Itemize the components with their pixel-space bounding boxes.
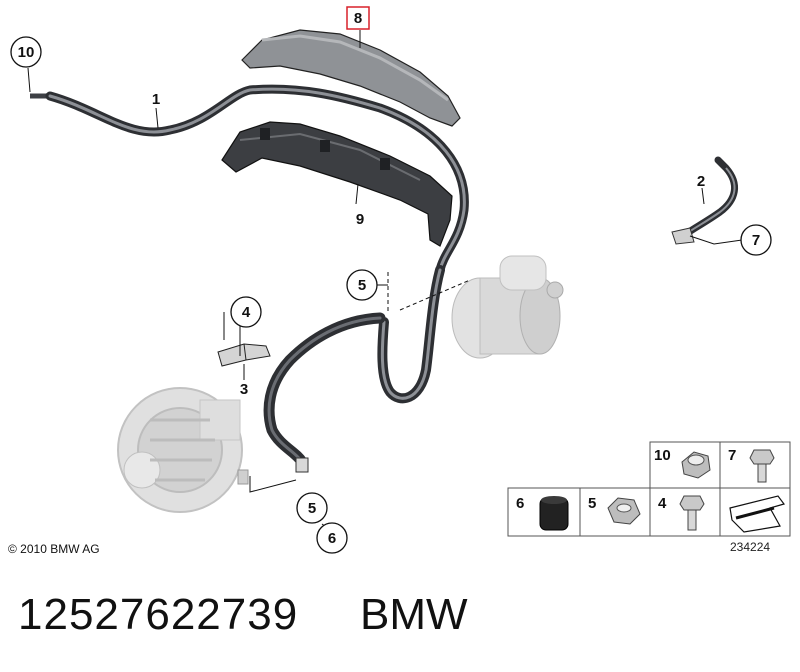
part-number: 12527622739 — [18, 590, 299, 639]
svg-text:4: 4 — [242, 304, 251, 321]
svg-text:5: 5 — [308, 500, 316, 517]
arrow-symbol-icon — [729, 495, 786, 533]
svg-text:6: 6 — [328, 530, 336, 547]
reference-number: 234224 — [730, 540, 771, 554]
starter-motor — [451, 255, 564, 359]
callout-4: 4 — [230, 296, 262, 328]
alternator — [117, 387, 249, 513]
svg-text:6: 6 — [516, 495, 524, 512]
bracket-part-9 — [221, 121, 453, 247]
svg-text:2: 2 — [697, 173, 705, 190]
callout-5-upper: 5 — [346, 269, 378, 301]
callout-3: 3 — [240, 381, 248, 398]
svg-text:7: 7 — [728, 447, 736, 464]
copyright-text: © 2010 BMW AG — [8, 542, 100, 556]
svg-text:5: 5 — [358, 277, 366, 294]
cable-part-1 — [30, 84, 469, 404]
legend-item-5: 5 — [588, 495, 641, 525]
callout-9: 9 — [356, 211, 364, 228]
leader-lines — [27, 30, 743, 531]
svg-text:10: 10 — [18, 44, 35, 61]
callout-1: 1 — [152, 91, 160, 108]
svg-text:9: 9 — [356, 211, 364, 228]
callout-5-lower: 5 — [296, 492, 328, 524]
legend-item-4: 4 — [658, 495, 705, 531]
svg-text:1: 1 — [152, 91, 160, 108]
parts-legend: 10 7 6 5 4 — [507, 441, 791, 537]
svg-text:10: 10 — [654, 447, 671, 464]
cable-part-3 — [263, 312, 386, 473]
legend-item-6: 6 — [516, 495, 569, 531]
callout-6: 6 — [316, 522, 348, 554]
callout-10: 10 — [10, 36, 42, 68]
svg-text:7: 7 — [752, 232, 760, 249]
cover-part-8 — [241, 29, 461, 127]
legend-item-7: 7 — [728, 447, 775, 483]
clip-part-4 — [217, 343, 271, 367]
svg-text:5: 5 — [588, 495, 596, 512]
brand-name: BMW — [360, 590, 468, 639]
callout-2: 2 — [697, 173, 705, 190]
svg-text:4: 4 — [658, 495, 667, 512]
callout-7: 7 — [740, 224, 772, 256]
cable-part-2 — [671, 156, 738, 245]
callout-8: 8 — [346, 6, 370, 30]
svg-text:8: 8 — [354, 10, 362, 27]
legend-item-10: 10 — [654, 447, 711, 479]
svg-text:3: 3 — [240, 381, 248, 398]
